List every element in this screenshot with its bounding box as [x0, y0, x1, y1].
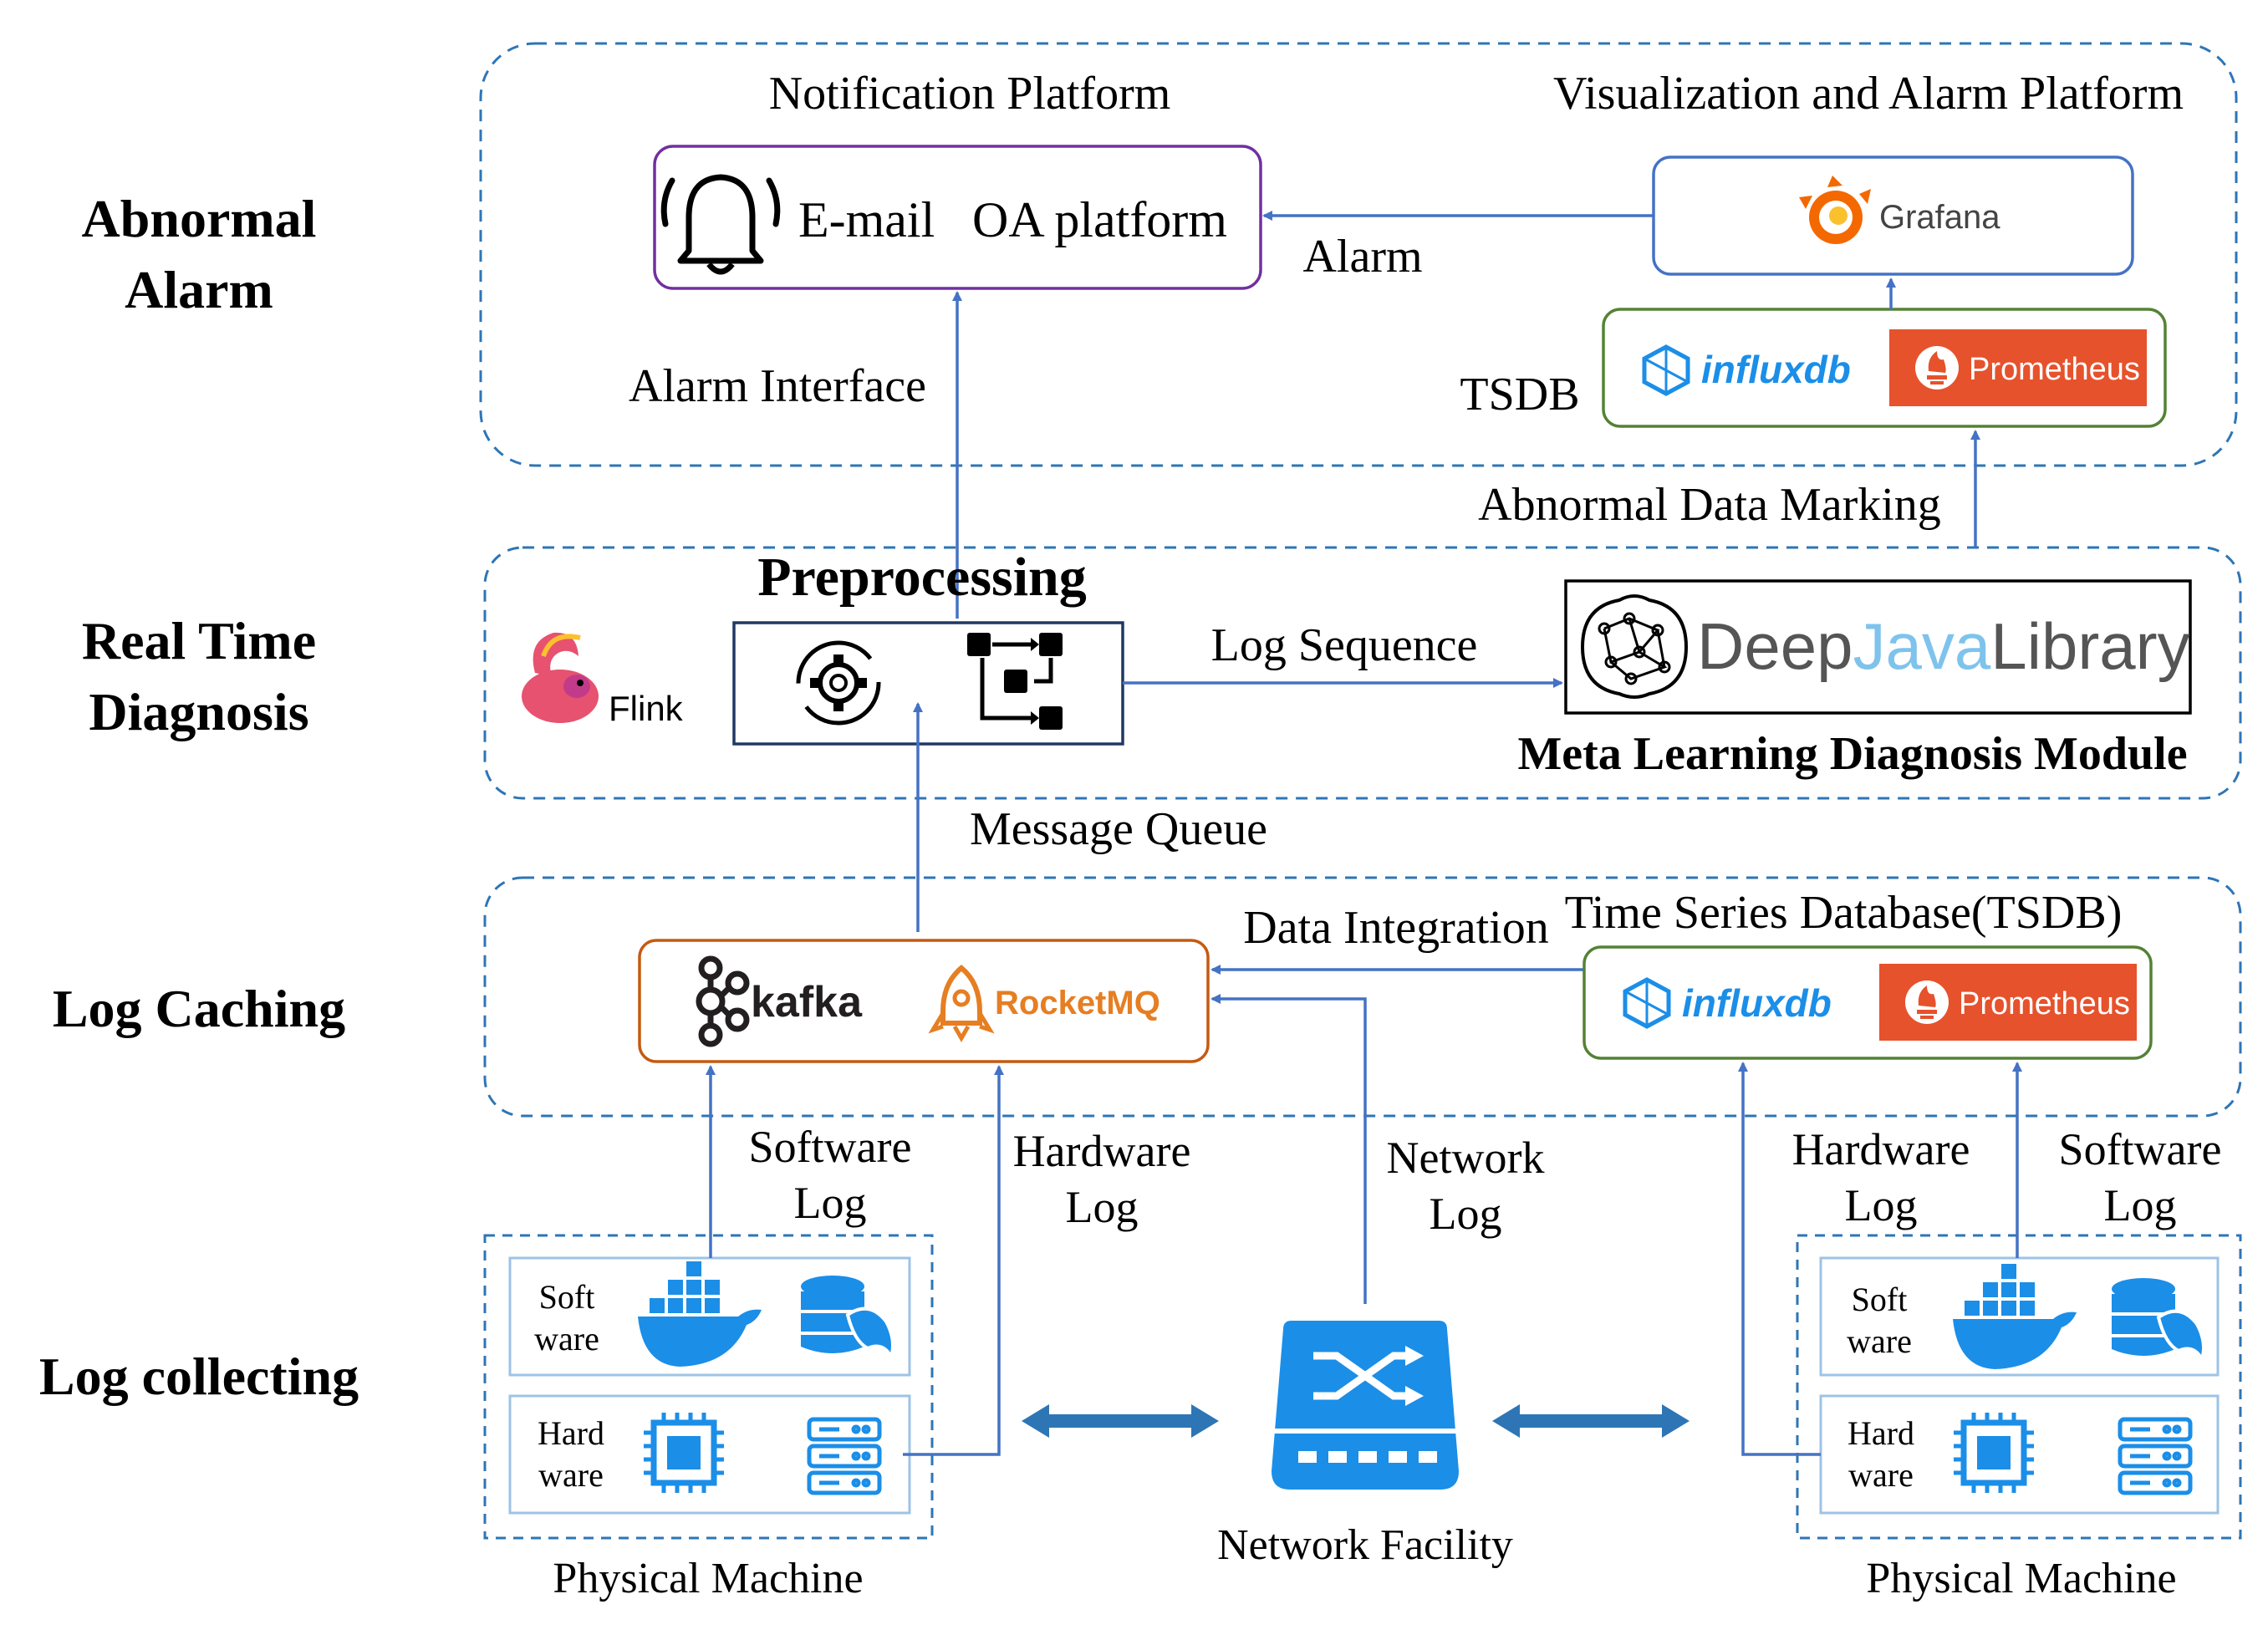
soft-label-left-2: ware [534, 1320, 599, 1357]
double-arrow-right [1492, 1404, 1690, 1438]
log-sequence-label: Log Sequence [1211, 619, 1478, 671]
preprocessing-title: Preprocessing [757, 547, 1087, 608]
network-log-label-2: Log [1430, 1189, 1502, 1239]
influxdb-label: influxdb [1701, 348, 1851, 391]
influxdb-label-caching: influxdb [1682, 981, 1832, 1025]
prometheus-icon [1915, 346, 1959, 390]
email-label: E-mail [798, 192, 935, 247]
physical-machine-right-label: Physical Machine [1866, 1555, 2176, 1602]
hard-label-right-2: ware [1848, 1456, 1914, 1494]
gear-cycle-icon [796, 640, 881, 726]
hard-label-left-1: Hard [538, 1414, 604, 1452]
message-queue-box[interactable] [638, 939, 1210, 1063]
prometheus-label-caching: Prometheus [1959, 986, 2130, 1021]
preprocessing-box[interactable] [732, 621, 1124, 746]
network-log-arrow [1210, 994, 1367, 1304]
notification-box[interactable] [653, 145, 1262, 290]
physical-machine-left[interactable] [483, 1234, 934, 1540]
djl-deep: Deep [1697, 609, 1853, 683]
layer-label-log-caching: Log Caching [53, 979, 345, 1038]
message-queue-label: Message Queue [970, 803, 1267, 855]
hardware-log-left-arrow [903, 1065, 1004, 1456]
rocketmq-icon [928, 965, 995, 1043]
software-log-right-label-2: Log [2104, 1180, 2177, 1230]
network-switch-icon [1272, 1321, 1459, 1490]
influxdb-icon-caching [1623, 977, 1671, 1029]
software-log-left-label-1: Software [749, 1122, 912, 1172]
brain-network-icon [1580, 594, 1689, 699]
prometheus-label: Prometheus [1969, 352, 2140, 387]
docker-icon [638, 1261, 762, 1367]
meta-learning-label: Meta Learning Diagnosis Module [1517, 728, 2187, 780]
abnormal-data-marking-label: Abnormal Data Marking [1478, 479, 1941, 531]
software-log-left-label-2: Log [794, 1178, 867, 1228]
layer-label-real-time-1: Real Time [82, 611, 316, 670]
tsdb-full-label: Time Series Database(TSDB) [1565, 887, 2123, 939]
hardware-log-right-label-2: Log [1845, 1180, 1918, 1230]
mysql-database-icon-right [2112, 1278, 2205, 1364]
flink-label: Flink [609, 689, 684, 728]
double-arrow-left [1022, 1404, 1219, 1438]
log-caching-region [483, 876, 2242, 1118]
layer-label-abnormal-alarm-2: Alarm [125, 260, 273, 319]
bell-icon [660, 174, 781, 275]
hard-label-left-2: ware [538, 1456, 604, 1494]
rocketmq-label: RocketMQ [995, 985, 1160, 1021]
oa-platform-label: OA platform [972, 192, 1227, 247]
layer-label-log-collecting: Log collecting [39, 1347, 359, 1406]
hardware-log-left-label-1: Hardware [1013, 1126, 1191, 1176]
abnormal-alarm-region [479, 42, 2238, 467]
alarm-interface-label: Alarm Interface [629, 360, 926, 412]
server-rack-icon-right [2118, 1417, 2193, 1495]
hard-label-right-1: Hard [1848, 1414, 1914, 1452]
hardware-row-right [1819, 1394, 2220, 1515]
influxdb-icon [1642, 344, 1690, 396]
mysql-database-icon [801, 1276, 894, 1362]
hardware-log-left-label-2: Log [1066, 1182, 1139, 1232]
prometheus-icon-caching [1905, 980, 1949, 1024]
soft-label-left-1: Soft [539, 1278, 595, 1316]
djl-wordmark: DeepJavaLibrary [1697, 609, 2190, 683]
layer-label-real-time-2: Diagnosis [89, 682, 308, 741]
docker-icon-right [1953, 1264, 2077, 1369]
notification-platform-title: Notification Platform [769, 68, 1171, 120]
djl-box[interactable] [1564, 579, 2192, 715]
cpu-chip-icon [644, 1413, 724, 1493]
network-log-label-1: Network [1387, 1133, 1545, 1183]
soft-label-right-2: ware [1847, 1322, 1912, 1360]
cpu-chip-icon-right [1954, 1413, 2034, 1493]
physical-machine-left-label: Physical Machine [553, 1555, 863, 1602]
tsdb-label: TSDB [1460, 369, 1579, 420]
hardware-row-left [508, 1394, 911, 1515]
hardware-log-right-arrow [1738, 1062, 1821, 1456]
alarm-label: Alarm [1302, 231, 1422, 283]
workflow-icon [967, 633, 1063, 730]
kafka-icon [696, 955, 750, 1047]
real-time-diagnosis-region [483, 546, 2242, 800]
djl-java: Java [1853, 609, 1990, 683]
server-rack-icon [807, 1417, 882, 1495]
data-integration-label: Data Integration [1243, 902, 1548, 954]
physical-machine-right[interactable] [1796, 1234, 2242, 1540]
visualization-platform-title: Visualization and Alarm Platform [1553, 68, 2184, 120]
grafana-label: Grafana [1879, 199, 2000, 236]
network-facility-label: Network Facility [1217, 1521, 1513, 1569]
djl-library: Library [1990, 609, 2189, 683]
kafka-label: kafka [751, 978, 863, 1026]
soft-label-right-1: Soft [1852, 1281, 1908, 1318]
flink-squirrel-icon [522, 632, 599, 723]
software-log-right-label-1: Software [2059, 1124, 2222, 1174]
hardware-log-right-label-1: Hardware [1792, 1124, 1970, 1174]
grafana-icon [1799, 176, 1871, 244]
layer-label-abnormal-alarm-1: Abnormal [82, 189, 317, 248]
